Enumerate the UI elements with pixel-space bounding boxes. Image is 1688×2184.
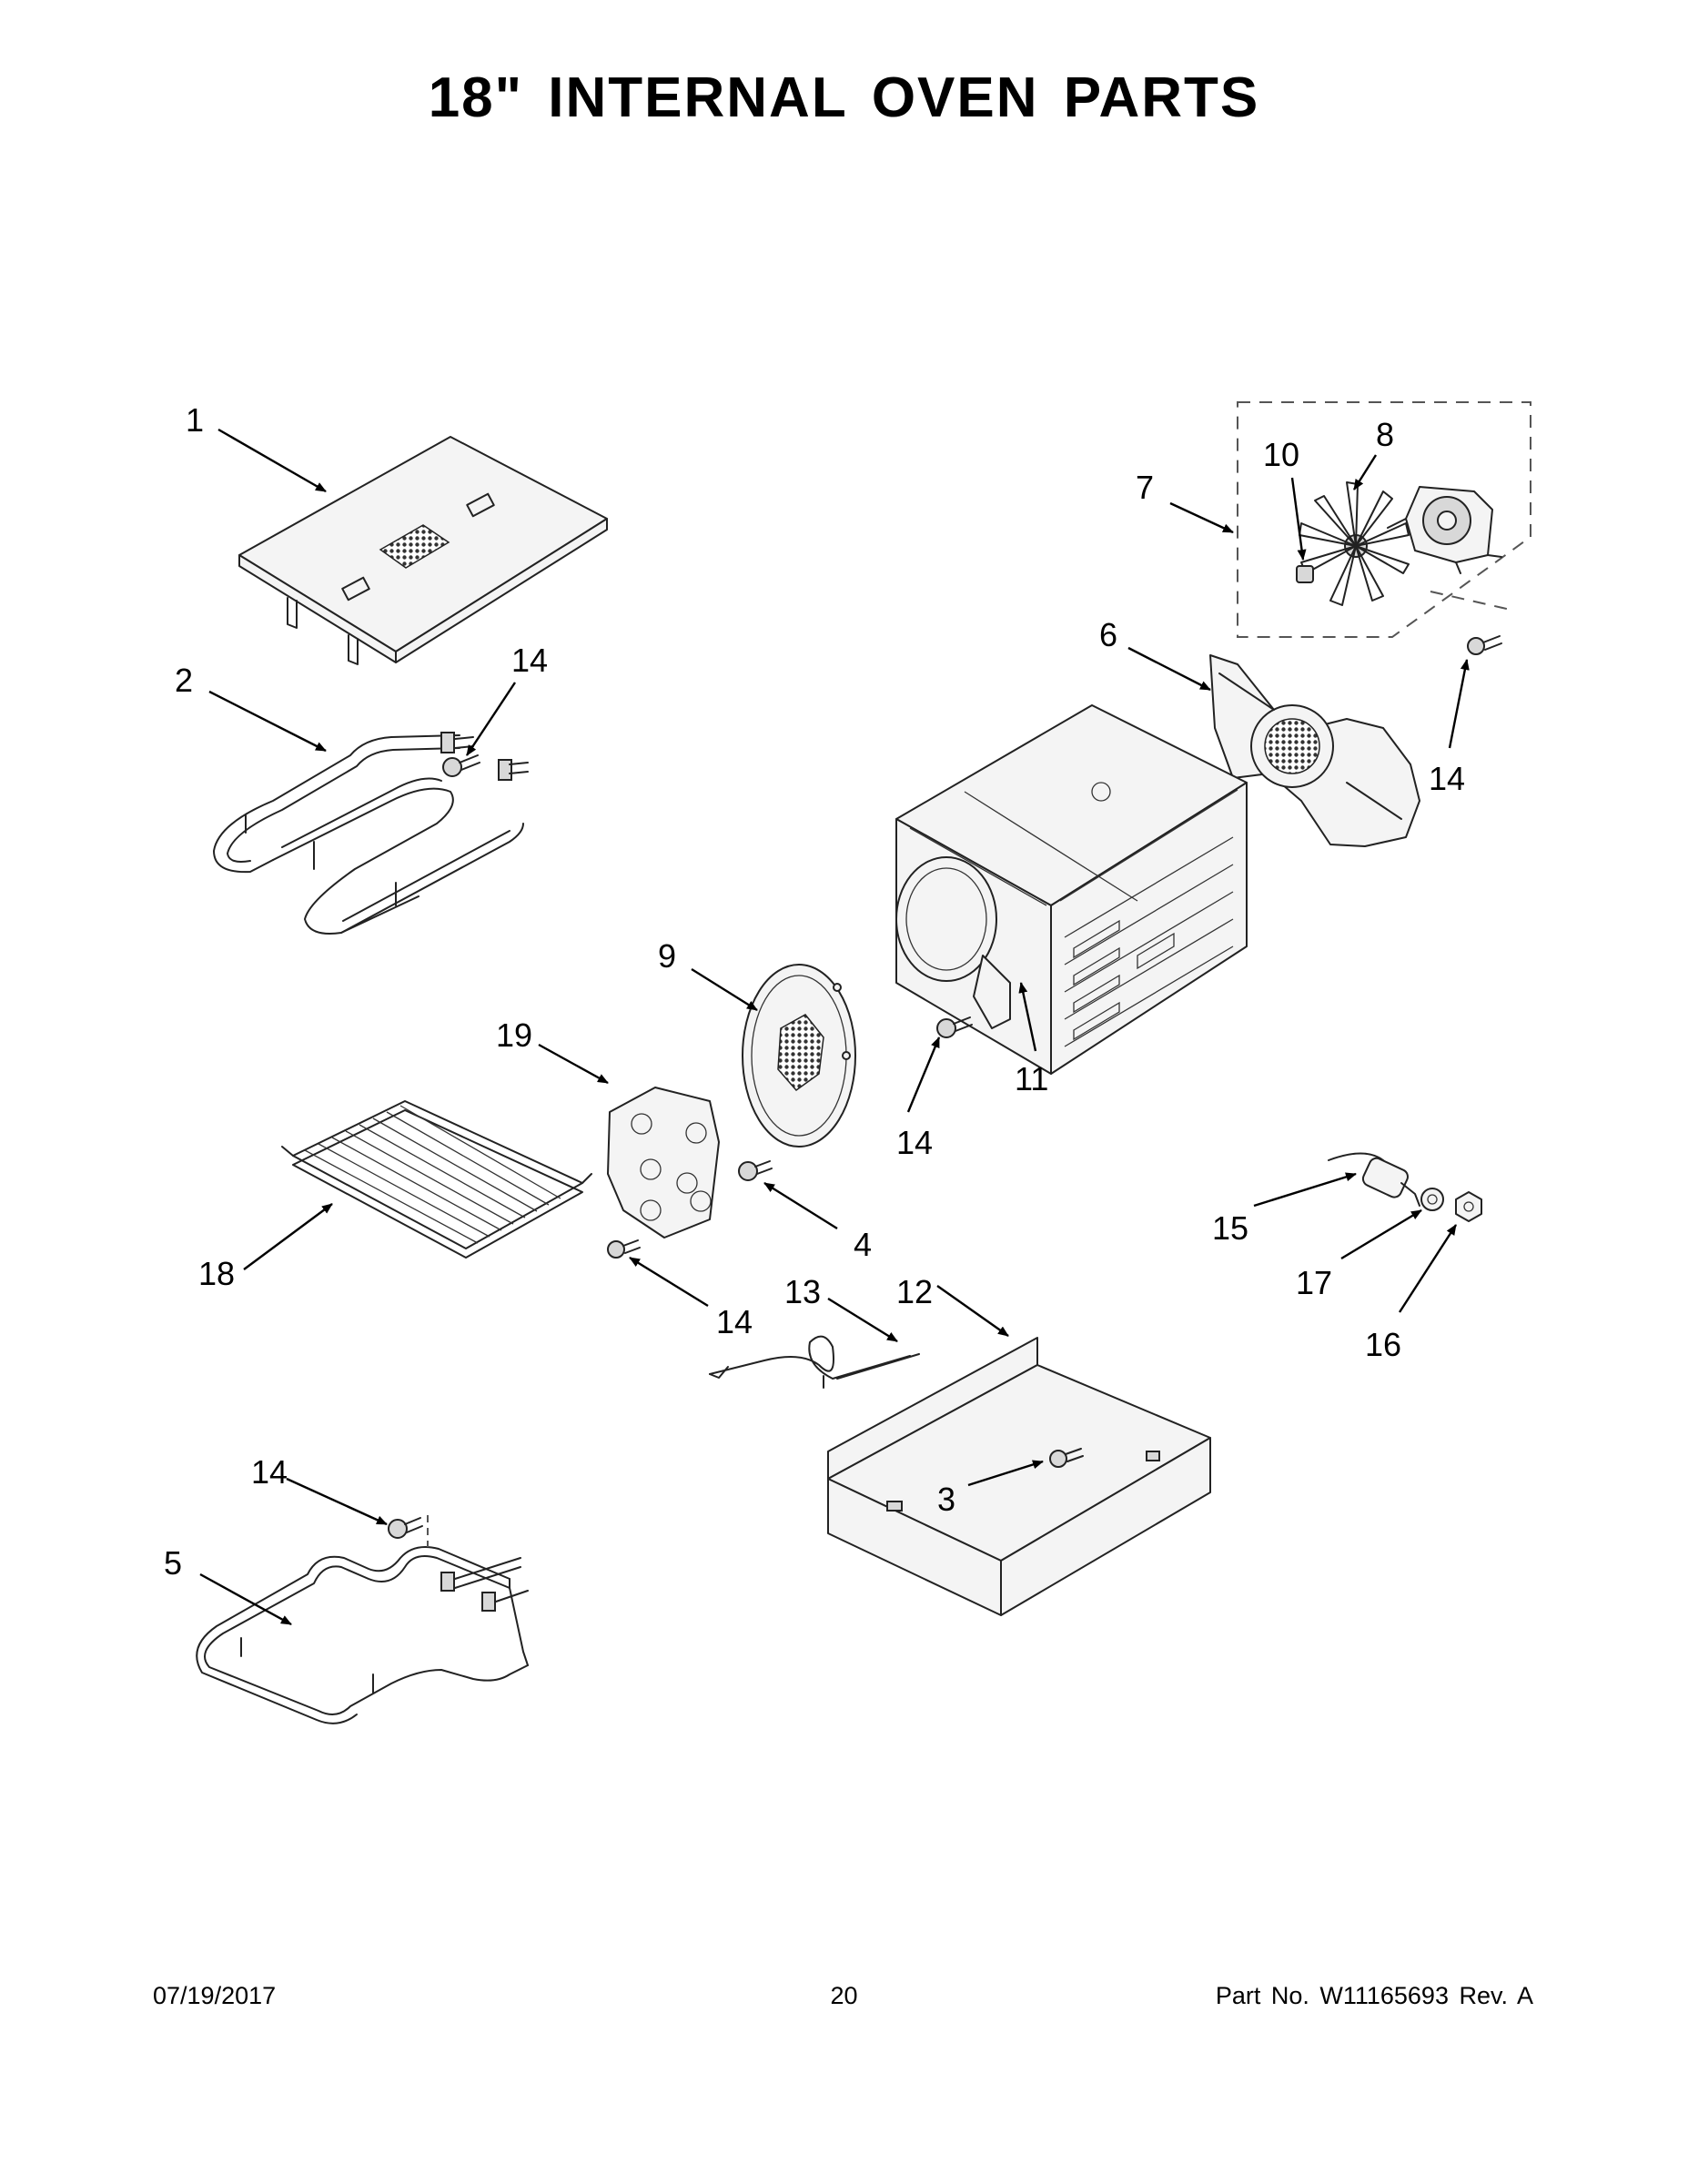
- callout-14b: 14: [1429, 760, 1465, 797]
- callout-16: 16: [1365, 1326, 1401, 1363]
- callout-19: 19: [496, 1016, 532, 1054]
- callout-14a: 14: [511, 642, 548, 679]
- part-17-lock-washer: [1420, 1188, 1444, 1211]
- part-13-meat-probe: [709, 1335, 920, 1389]
- callout-8: 8: [1376, 416, 1394, 453]
- callout-14e: 14: [251, 1453, 288, 1491]
- part-14-screw-upper-element: [442, 754, 480, 777]
- callout-4: 4: [854, 1226, 872, 1263]
- part-14-screw-cavity: [936, 1016, 973, 1038]
- part-10-fan-nut: [1296, 565, 1314, 583]
- callout-7: 7: [1136, 469, 1154, 506]
- part-14-screw-plate: [607, 1239, 641, 1259]
- part-18-oven-rack: [281, 1100, 592, 1259]
- footer-page-number: 20: [830, 1982, 858, 2009]
- callout-14d: 14: [716, 1303, 753, 1340]
- footer-date: 07/19/2017: [153, 1982, 277, 2009]
- part-4-screw: [738, 1160, 773, 1181]
- part-12-pan: [827, 1337, 1211, 1616]
- callout-9: 9: [658, 937, 676, 975]
- callout-15: 15: [1212, 1209, 1248, 1247]
- part-3-screw: [1049, 1448, 1084, 1468]
- callout-10: 10: [1263, 436, 1299, 473]
- part-7-convection-fan-assembly: [1237, 401, 1531, 638]
- callout-12: 12: [896, 1273, 933, 1310]
- callout-17: 17: [1296, 1264, 1332, 1301]
- part-19-plate: [607, 1087, 720, 1239]
- footer-part-number: Part No. W11165693 Rev. A: [1215, 1982, 1533, 2009]
- page-title: 18" INTERNAL OVEN PARTS: [428, 66, 1260, 129]
- callout-11: 11: [1015, 1060, 1048, 1097]
- callout-13: 13: [784, 1273, 821, 1310]
- oven-cavity: [895, 704, 1248, 1075]
- part-15-temperature-sensor: [1328, 1152, 1420, 1207]
- callout-2: 2: [175, 662, 193, 699]
- callout-5: 5: [164, 1544, 182, 1582]
- part-8-fan-blade: [1299, 481, 1410, 606]
- callout-3: 3: [937, 1481, 955, 1518]
- part-1-shield-plate: [238, 436, 608, 665]
- part-14-screw-fan: [1467, 635, 1502, 655]
- callout-labels: 1 2 14 7 10 8 6 14 9 19 11 14 18 4 14 13…: [164, 401, 1465, 1582]
- leader-arrows: [199, 428, 1470, 1626]
- part-16-nut: [1455, 1191, 1482, 1222]
- part-5-broil-element: [196, 1515, 529, 1724]
- part-14-screw-broil-element: [388, 1517, 423, 1539]
- part-2-bake-element: [213, 732, 529, 935]
- part-6-fan-bracket: [1209, 654, 1420, 847]
- callout-1: 1: [186, 401, 204, 439]
- callout-6: 6: [1099, 616, 1117, 653]
- part-7-fan-motor: [1387, 486, 1502, 574]
- callout-14c: 14: [896, 1124, 933, 1161]
- part-9-baffle: [742, 964, 856, 1148]
- callout-18: 18: [198, 1255, 235, 1292]
